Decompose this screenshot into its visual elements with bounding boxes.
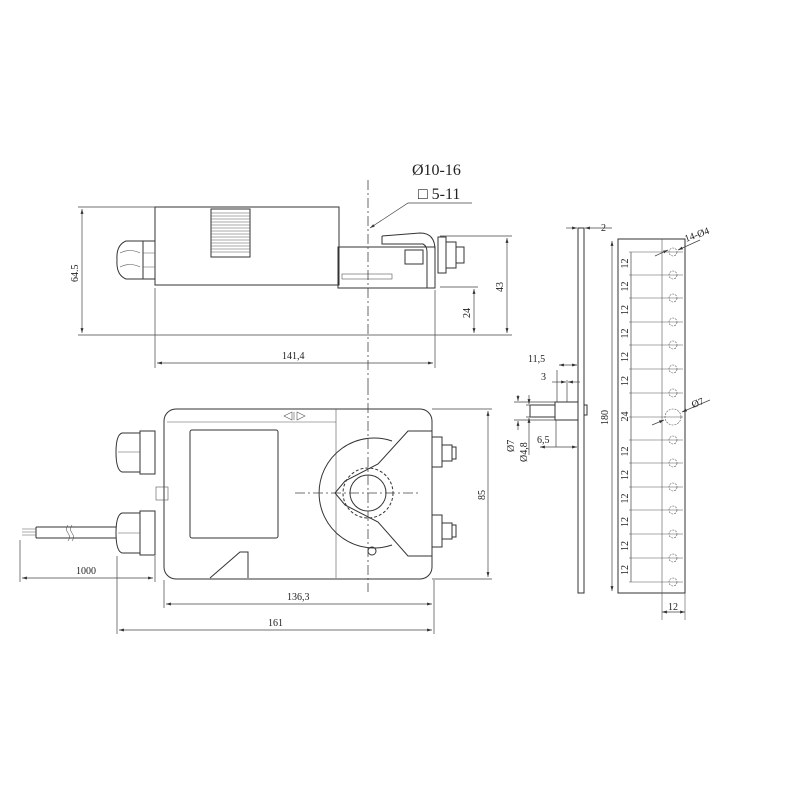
dim-collar: 3 (541, 372, 546, 383)
display-window (189, 429, 279, 539)
leader-line (369, 202, 472, 229)
dim-strip-length: 180 (600, 410, 611, 425)
top-view: Ø10-16 □ 5-11 64.5 43 24 141,4 (70, 162, 512, 385)
mounting-strip: 180 12 14-Ø4 Ø7 12 12 12 12 12 12 24 12 12 12 12 12… (600, 226, 711, 620)
dim-strip-width: 12 (668, 602, 678, 613)
dim-length-total: 161 (268, 618, 283, 629)
label-hole-spec: 14-Ø4 (683, 226, 711, 245)
v-clamp (334, 430, 433, 557)
pin-collar (554, 401, 579, 421)
dim-hole-pitch: 12 (620, 541, 631, 551)
dim-hole-pitch: 24 (620, 412, 631, 422)
cable (22, 524, 116, 542)
shaft-adapter (337, 246, 436, 289)
dim-diameter-inner: Ø4,8 (519, 442, 530, 462)
lever-mark (209, 551, 249, 579)
dim-height-shaft: 24 (462, 308, 473, 318)
dim-diameter-outer: Ø7 (506, 440, 517, 452)
dim-hole-pitch: 12 (620, 352, 631, 362)
dim-plate-thickness: 2 (601, 223, 606, 234)
dim-height-total: 64.5 (70, 265, 81, 283)
front-view: 85 1000 136,3 161 (19, 385, 492, 634)
vent-grille (210, 208, 251, 258)
dim-hole-pitch: 12 (620, 470, 631, 480)
dim-hole-pitch: 12 (620, 565, 631, 575)
actuator-body-front (163, 408, 433, 580)
pin-side-view: 2 11,5 3 6,5 Ø7 Ø4,8 (506, 223, 612, 594)
dim-hole-pitch: 12 (620, 282, 631, 292)
dim-offset: 6,5 (537, 435, 550, 446)
direction-arrows-icon (283, 411, 306, 421)
dim-hole-pitch: 12 (620, 376, 631, 386)
dim-length-body: 136,3 (287, 592, 310, 603)
dim-hole-pitch: 12 (620, 305, 631, 315)
dim-hole-pitch: 12 (620, 259, 631, 269)
clamp-bolts (431, 436, 457, 548)
strip-outline (617, 238, 686, 594)
dim-hole-pitch: 12 (620, 329, 631, 339)
dim-height: 85 (477, 490, 488, 500)
dim-height-clamp: 43 (495, 282, 506, 292)
dim-length-body: 141,4 (282, 351, 305, 362)
dim-cable-length: 1000 (76, 566, 96, 577)
clamp-nut (437, 236, 447, 274)
plate-edge (577, 227, 585, 594)
manual-release (155, 486, 169, 501)
cable-gland (116, 240, 156, 280)
shaft-range-square: □ 5-11 (418, 186, 460, 203)
dim-hole-pitch: 12 (620, 447, 631, 457)
u-clamp (381, 232, 436, 288)
dim-hole-pitch: 12 (620, 494, 631, 504)
cable-gland-bottom (115, 510, 156, 556)
dim-hole-pitch: 12 (620, 517, 631, 527)
label-center-hole: Ø7 (690, 396, 705, 411)
dim-pin-length: 11,5 (528, 354, 545, 365)
shaft-range-round: Ø10-16 (412, 162, 461, 179)
pin (529, 404, 556, 418)
cable-gland-top (115, 430, 156, 475)
